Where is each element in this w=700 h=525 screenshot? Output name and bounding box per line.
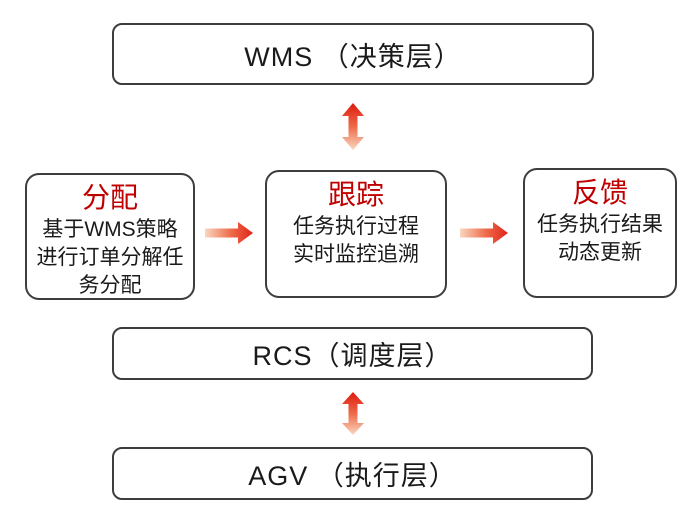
agv-execution-layer-box: AGV （执行层） — [112, 447, 593, 500]
allocation-text-line: 进行订单分解任 — [36, 246, 184, 269]
tracking-process-box: 跟踪 任务执行过程 实时监控追溯 — [265, 170, 447, 298]
allocation-text-line: 基于WMS策略 — [42, 218, 178, 241]
allocation-process-box: 分配 基于WMS策略 进行订单分解任 务分配 — [25, 173, 195, 300]
feedback-title: 反馈 — [571, 177, 628, 208]
rcs-agv-double-arrow-icon — [342, 392, 364, 435]
tracking-text-line: 实时监控追溯 — [293, 243, 419, 266]
tracking-title: 跟踪 — [327, 179, 384, 210]
allocation-text-line: 务分配 — [78, 274, 142, 297]
wms-layer-label: WMS （决策层） — [244, 41, 462, 72]
feedback-text-line: 任务执行结果 — [537, 213, 663, 236]
agv-layer-label: AGV （执行层） — [248, 461, 457, 491]
tracking-text-line: 任务执行过程 — [293, 215, 419, 238]
wms-rcs-double-arrow-icon — [342, 103, 364, 150]
feedback-text-line: 动态更新 — [558, 241, 642, 264]
track-to-feedback-arrow-icon — [460, 222, 508, 244]
allocation-title: 分配 — [81, 182, 138, 213]
wms-decision-layer-box: WMS （决策层） — [112, 23, 594, 85]
feedback-process-box: 反馈 任务执行结果 动态更新 — [523, 168, 677, 298]
rcs-scheduling-layer-box: RCS（调度层） — [112, 327, 593, 380]
alloc-to-track-arrow-icon — [205, 222, 253, 244]
rcs-layer-label: RCS（调度层） — [252, 341, 453, 371]
